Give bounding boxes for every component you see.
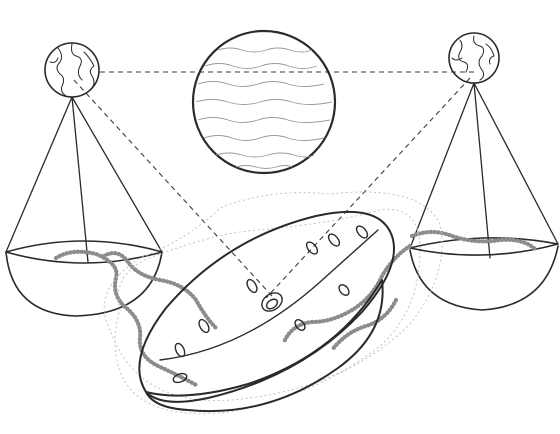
large-sphere-outline xyxy=(193,31,335,173)
porthole xyxy=(326,232,341,248)
saucer-glow xyxy=(104,192,442,414)
porthole xyxy=(337,283,351,297)
left-pan-strings xyxy=(6,97,162,262)
large-sphere-icon xyxy=(193,31,335,173)
porthole xyxy=(304,240,319,256)
sphere-wave-lines xyxy=(196,48,332,169)
porthole-hatch xyxy=(258,289,285,315)
saucer-portholes xyxy=(172,224,370,384)
chain-left-strand xyxy=(56,252,198,386)
right-globe-continents xyxy=(452,36,494,80)
left-pan-bowl xyxy=(6,252,162,316)
balance-scale-pan-icon xyxy=(410,83,558,310)
globe-icon xyxy=(449,33,499,83)
porthole xyxy=(354,224,369,240)
porthole xyxy=(173,342,186,358)
porthole xyxy=(245,278,259,294)
balance-scale-pan-icon xyxy=(6,97,162,316)
chain-right-strand xyxy=(412,232,536,250)
flying-saucer-icon xyxy=(139,212,394,411)
globe-icon xyxy=(45,43,99,97)
dashed-connector-lines xyxy=(74,72,478,298)
left-globe-continents xyxy=(50,44,94,96)
dashed-line-left-globe-to-saucer xyxy=(74,80,272,296)
